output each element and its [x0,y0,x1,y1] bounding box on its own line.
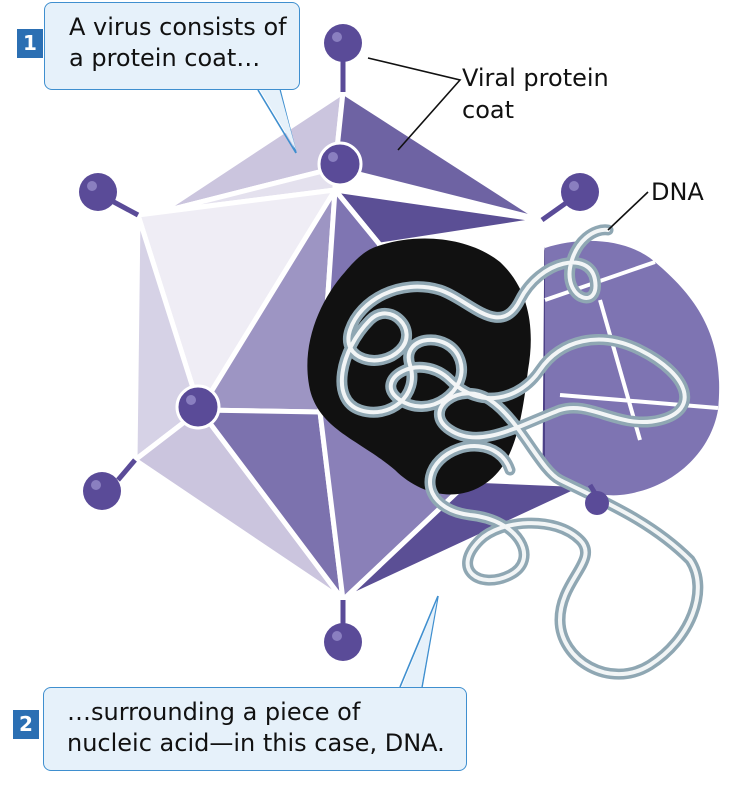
spike-center [317,141,363,187]
label-coat-line2: coat [462,96,514,124]
spike-knobs [79,24,609,661]
callout-2-pointer [399,595,439,688]
spike-upper-right [540,173,599,223]
callout-nucleic-acid: …surrounding a piece of nucleic acid—in … [43,687,467,771]
label-coat-line1: Viral protein [462,64,609,92]
spike-lower-right [585,483,609,515]
label-dna: DNA [651,178,704,206]
callout-1-pointer [257,89,297,154]
callout-1-line1: A virus consists of [69,13,287,41]
spike-left [175,384,221,430]
coat-face [332,89,545,223]
callout-2-line1: …surrounding a piece of [67,698,361,726]
spike-bottom [324,600,362,661]
dna-leader [607,191,649,231]
callout-pointers [257,89,439,688]
leader-lines [367,57,649,231]
dna-strand [336,224,704,680]
callout-2-line2: nucleic acid—in this case, DNA. [67,729,445,757]
step-badge-1: 1 [17,29,43,58]
spike-lower-left [83,458,137,510]
spike-upper-left [79,173,140,218]
coat-fragment [545,240,720,496]
callout-1-line2: a protein coat… [69,44,261,72]
coat-face [340,477,593,603]
callout-protein-coat: A virus consists of a protein coat… [44,2,300,90]
label-viral-protein-coat: Viral protein coat [462,62,662,126]
coat-leader [367,57,462,151]
spike-top [324,24,362,92]
step-badge-2: 2 [13,710,39,739]
